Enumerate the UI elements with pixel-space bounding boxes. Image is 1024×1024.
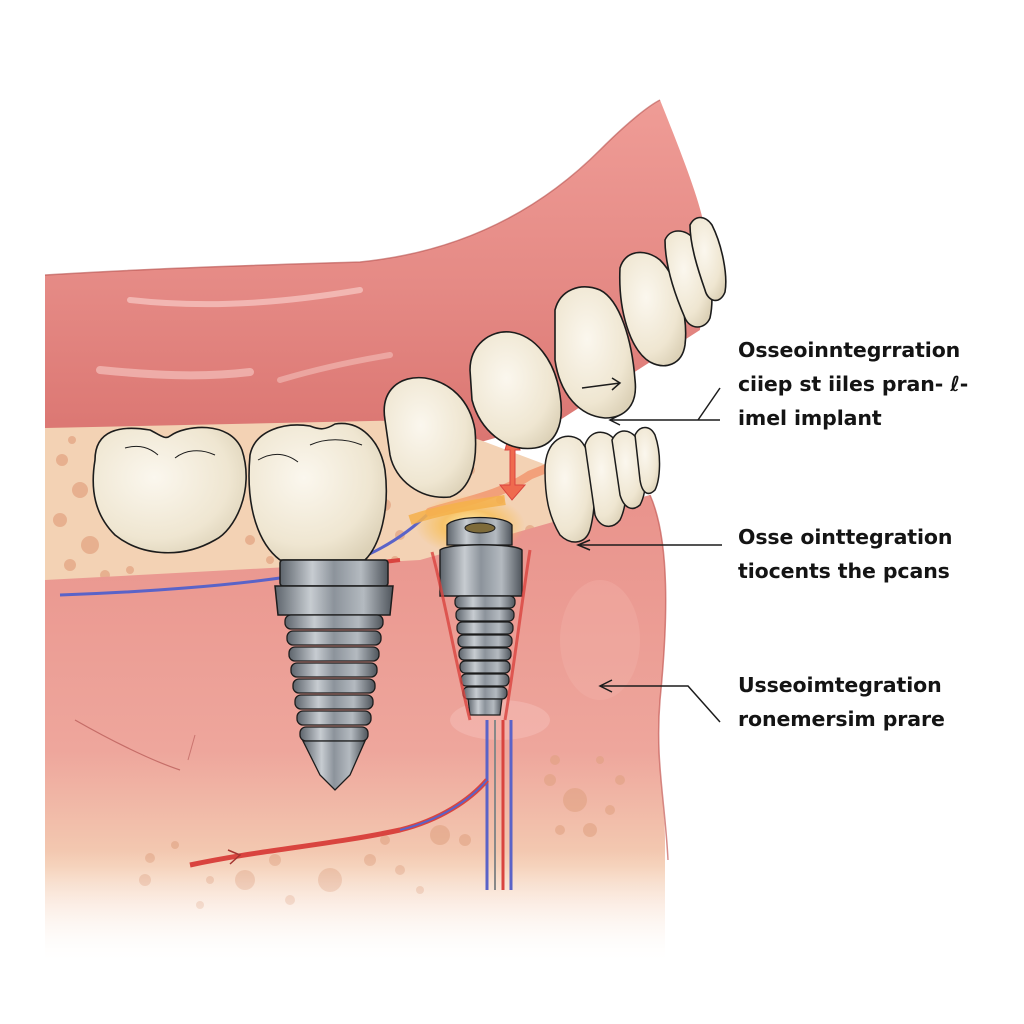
callout-label-middle: Osse ointtegration tiocents the pcans [738,520,953,588]
callout-label-top-line-3: imel implant [738,406,882,430]
lower-front-teeth [544,426,661,543]
callout-label-middle-line-1: Osse ointtegration [738,525,953,549]
callout-label-top-line-1: Osseoinntegrration [738,338,961,362]
implant-with-crown [274,559,394,791]
callout-label-bottom: Usseoimtegration ronemersim prare [738,668,945,736]
molar-teeth [92,422,388,561]
callout-label-middle-line-2: tiocents the pcans [738,559,950,583]
callout-lines [576,387,722,723]
implant-abutment [430,516,532,721]
callout-label-top-line-2: ciiep st iiles pran- ℓ- [738,372,969,396]
callout-label-bottom-line-1: Usseoimtegration [738,673,942,697]
callout-label-bottom-line-2: ronemersim prare [738,707,945,731]
callout-label-top: Osseoinntegrration ciiep st iiles pran- … [738,333,968,435]
front-teeth [383,216,727,499]
